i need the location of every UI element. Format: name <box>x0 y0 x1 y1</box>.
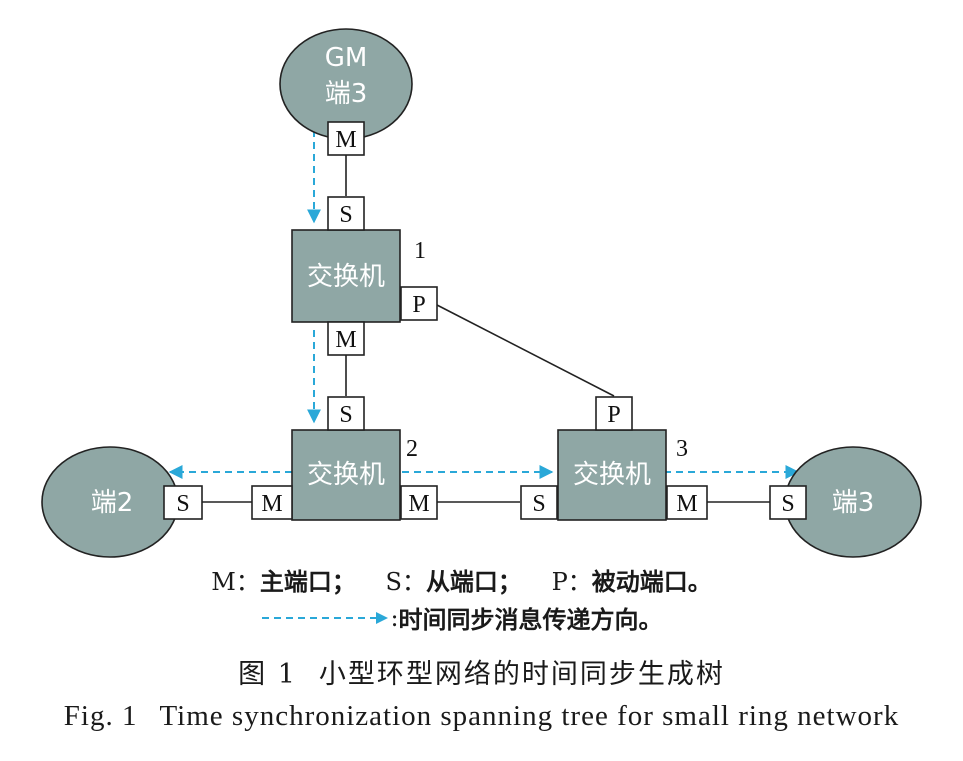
port-sw3-slave: S <box>532 491 545 517</box>
gm-end-node: GM 端3 <box>279 28 413 140</box>
end-node-left: 端2 <box>41 446 179 558</box>
switch-1-label: 交换机 <box>307 262 385 292</box>
port-sw2-master-left: M <box>261 491 282 517</box>
port-end-left-slave: S <box>176 491 189 517</box>
gm-end-label: 端3 <box>325 79 368 109</box>
switch-3-number: 3 <box>676 436 688 462</box>
port-legend: M：主端口； S：从端口； P：被动端口。 <box>211 567 712 596</box>
port-sw1-master: M <box>335 327 356 353</box>
port-sw3-passive: P <box>607 402 620 428</box>
port-end-right-slave: S <box>781 491 794 517</box>
port-sw3-master: M <box>676 491 697 517</box>
dashed-arrow-icon <box>262 611 389 624</box>
legend-p-desc: 被动端口。 <box>591 567 712 596</box>
arrow-legend: :时间同步消息传递方向。 <box>0 600 943 635</box>
caption-cn-title: 小型环型网络的时间同步生成树 <box>318 659 725 690</box>
end-node-right: 端3 <box>784 446 922 558</box>
caption-cn-number: 图 1 <box>238 659 297 690</box>
legend-s-desc: 从端口； <box>425 567 522 596</box>
switch-1-number: 1 <box>414 238 426 264</box>
figure-caption-en: Fig. 1 Time synchronization spanning tree… <box>0 700 963 733</box>
gm-label: GM <box>325 43 368 73</box>
end-right-label: 端3 <box>832 488 875 518</box>
port-sw2-slave: S <box>339 402 352 428</box>
caption-en-number: Fig. 1 <box>63 700 138 732</box>
switch-3-label: 交换机 <box>573 460 651 490</box>
port-sw2-master-right: M <box>408 491 429 517</box>
port-sw1-passive: P <box>412 292 425 318</box>
port-gm-master: M <box>335 127 356 153</box>
legend-arrow-desc: 时间同步消息传递方向。 <box>398 605 663 634</box>
switch-2-number: 2 <box>406 436 418 462</box>
figure-caption-cn: 图 1 小型环型网络的时间同步生成树 <box>0 652 963 691</box>
legend-m-desc: 主端口； <box>259 567 356 596</box>
switch-2-label: 交换机 <box>307 460 385 490</box>
legend-m-key: M <box>211 568 236 596</box>
switch-2: 交换机 2 <box>291 429 418 521</box>
legend-p-key: P <box>551 568 568 596</box>
caption-en-title: Time synchronization spanning tree for s… <box>159 700 900 732</box>
switch-3: 交换机 3 <box>557 429 688 521</box>
link-sw1-sw3 <box>436 304 615 397</box>
legend-s-key: S <box>385 568 402 596</box>
end-left-label: 端2 <box>91 488 134 518</box>
port-sw1-slave: S <box>339 202 352 228</box>
network-diagram: GM 端3 端2 端3 交换机 1 交换机 2 交换机 3 <box>41 28 922 558</box>
